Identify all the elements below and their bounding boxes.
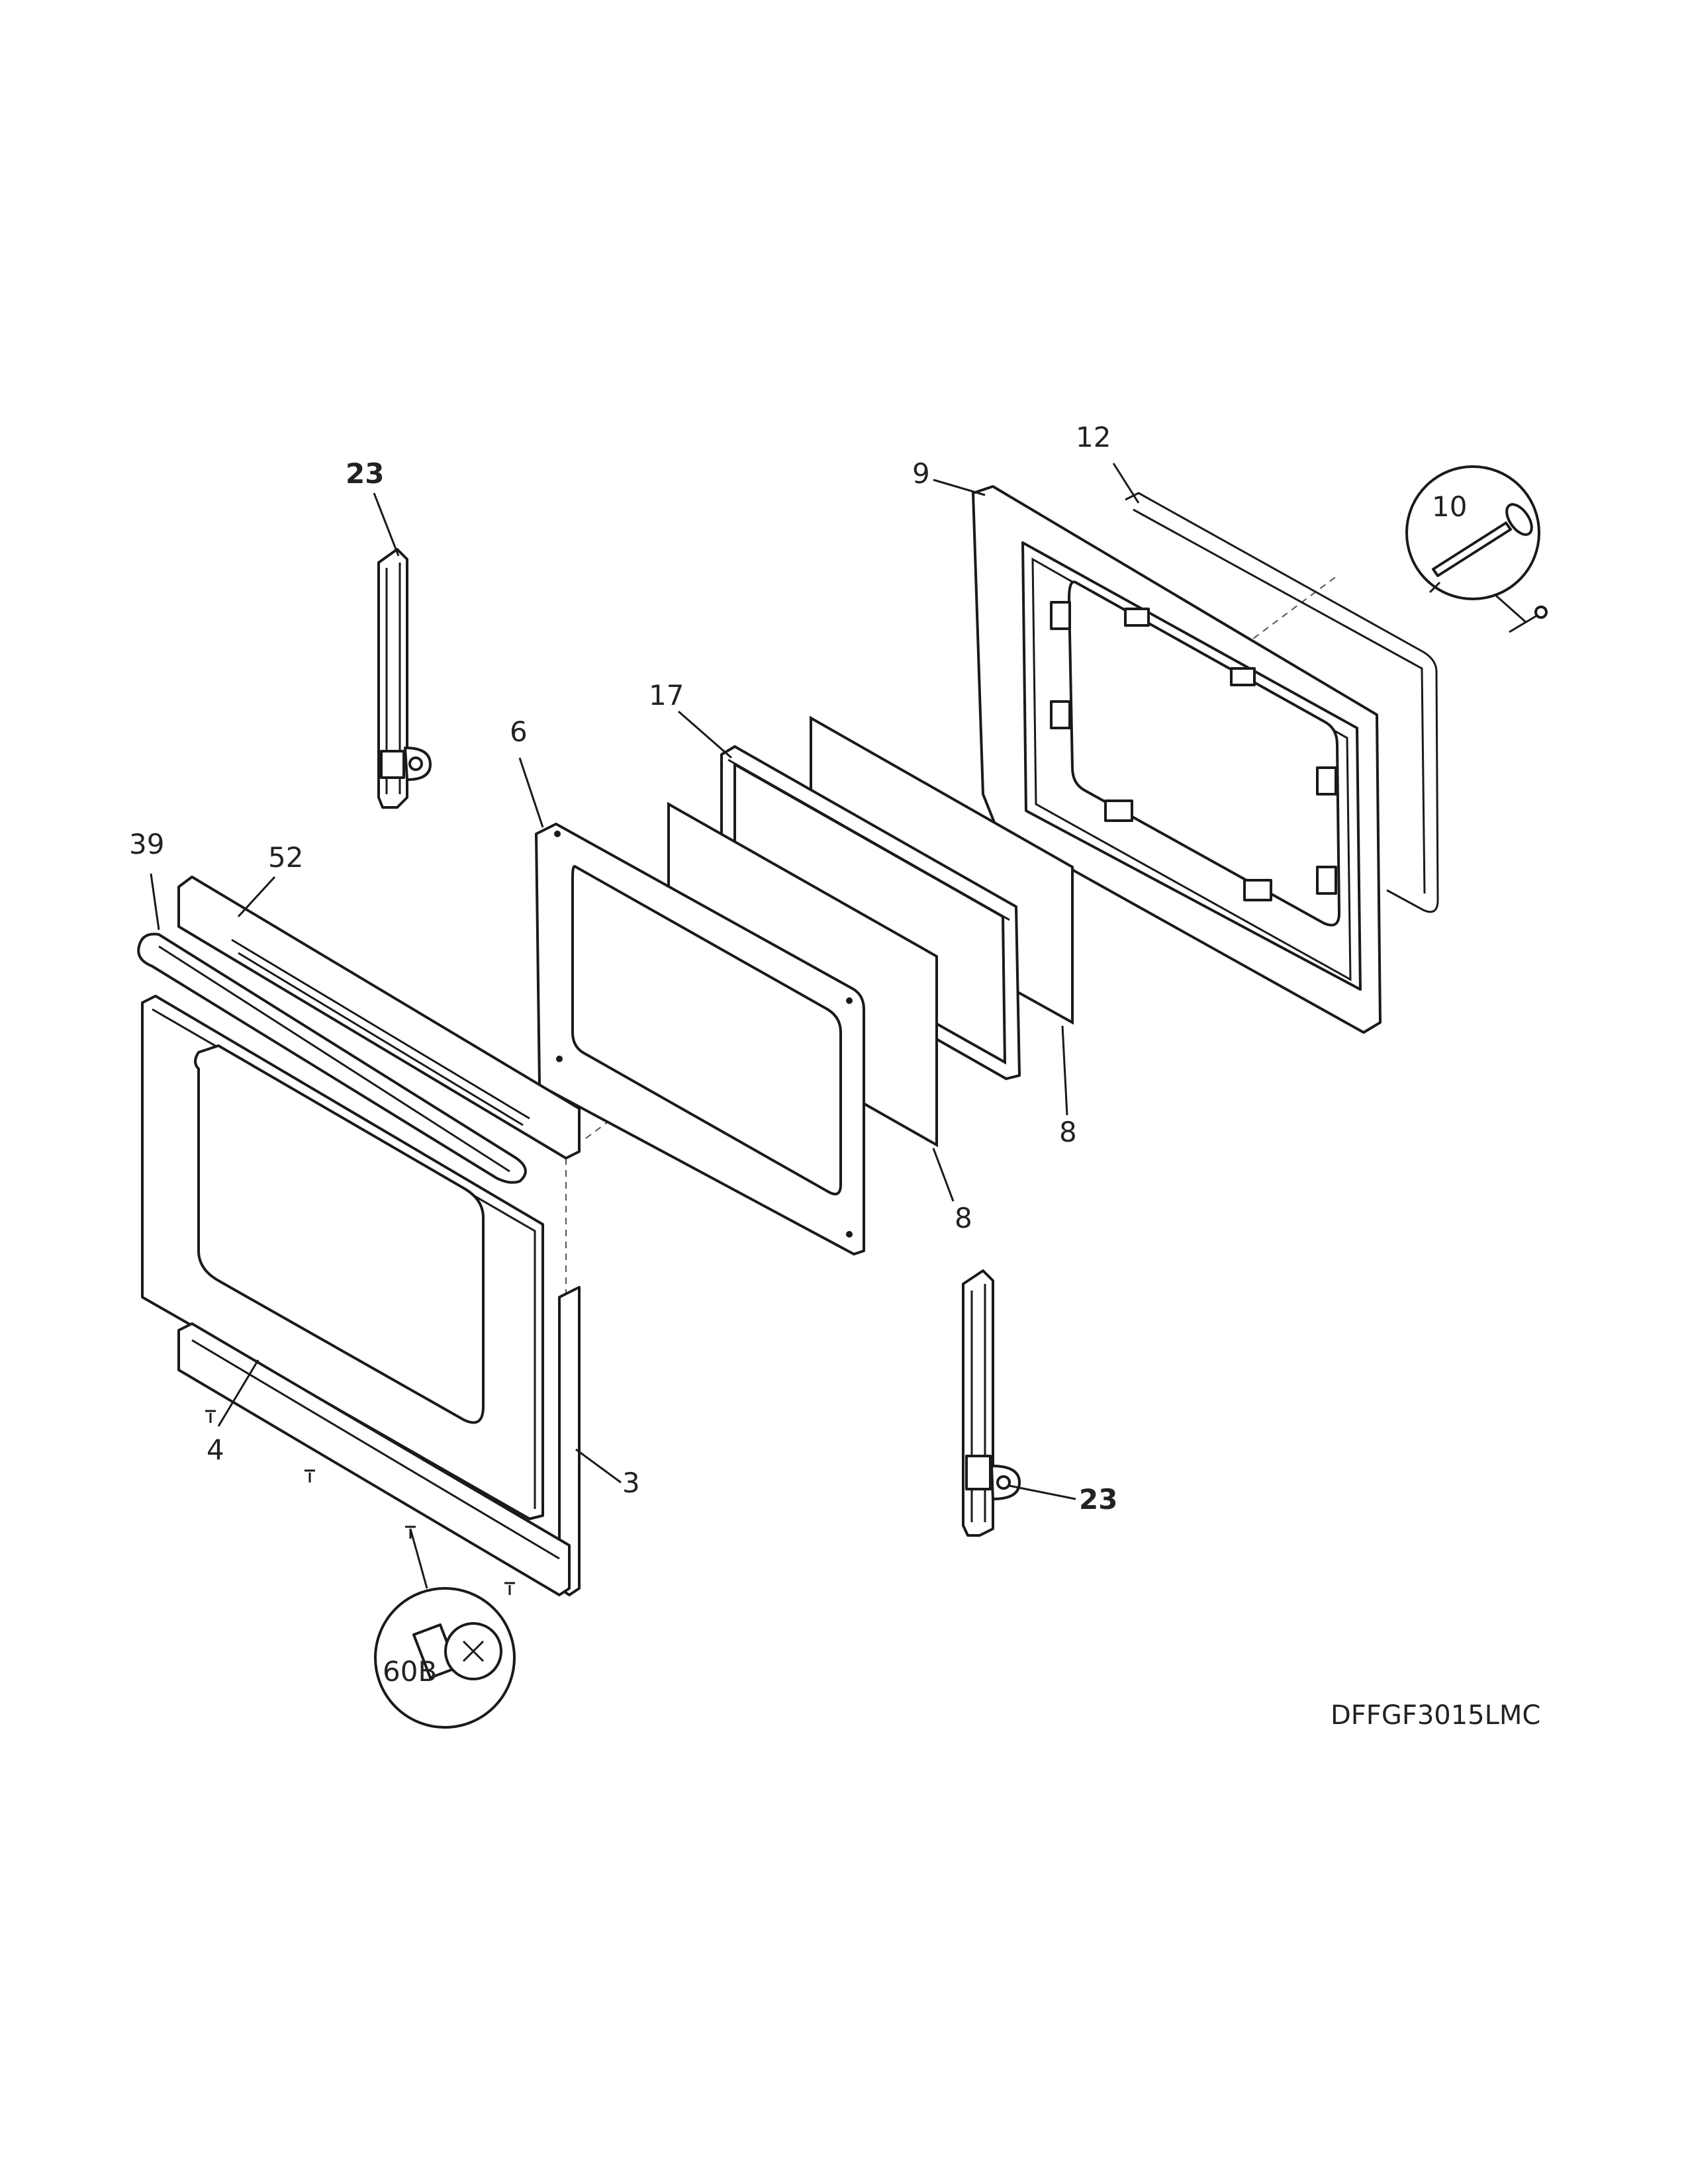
callout-3: 3: [622, 1467, 640, 1499]
leader-4: [217, 1359, 259, 1427]
leader-8b: [1061, 1025, 1068, 1116]
screw-1: [205, 1410, 216, 1423]
callout-8-front: 8: [955, 1202, 972, 1234]
leader-6: [518, 757, 544, 828]
door-top-trim[interactable]: [177, 876, 581, 1160]
callout-23-bottom: 23: [1079, 1483, 1117, 1516]
callout-8-rear: 8: [1059, 1116, 1077, 1148]
callout-39: 39: [129, 828, 164, 860]
callout-23-top: 23: [346, 457, 384, 490]
screw-3: [405, 1525, 416, 1539]
screw-2: [305, 1469, 315, 1482]
leader-23-top: [373, 492, 400, 557]
inner-door-panel[interactable]: [972, 485, 1382, 1034]
leader-52: [237, 876, 276, 918]
callout-60b: 60B: [383, 1655, 437, 1688]
leader-9: [933, 478, 986, 496]
model-number: DFFGF3015LMC: [1331, 1700, 1540, 1731]
callout-6: 6: [510, 715, 528, 748]
outer-door-panel[interactable]: [141, 995, 544, 1520]
door-handle[interactable]: [137, 933, 527, 1184]
leader-60b: [409, 1528, 428, 1589]
callout-9: 9: [912, 457, 930, 490]
callout-52: 52: [268, 841, 303, 874]
detail-circle-pin: [1405, 465, 1548, 633]
callout-10: 10: [1432, 490, 1467, 523]
detail-circle-screw: [374, 1587, 516, 1729]
door-side-trim[interactable]: [177, 1286, 581, 1596]
callout-4: 4: [207, 1433, 224, 1466]
door-gasket[interactable]: [1125, 492, 1439, 913]
leader-12: [1112, 463, 1140, 504]
screw-4: [504, 1582, 515, 1595]
leader-39: [150, 873, 160, 931]
leader-8a: [932, 1148, 955, 1202]
leader-23-bottom: [1009, 1484, 1076, 1500]
hinge-bottom-right[interactable]: [962, 1269, 1021, 1537]
callout-12: 12: [1076, 421, 1111, 453]
leader-3: [575, 1448, 622, 1484]
leader-17: [678, 710, 732, 759]
door-liner-frame[interactable]: [535, 823, 865, 1255]
leader-10: [1429, 581, 1441, 594]
callout-17: 17: [649, 679, 684, 711]
hinge-top-left[interactable]: [377, 548, 432, 809]
